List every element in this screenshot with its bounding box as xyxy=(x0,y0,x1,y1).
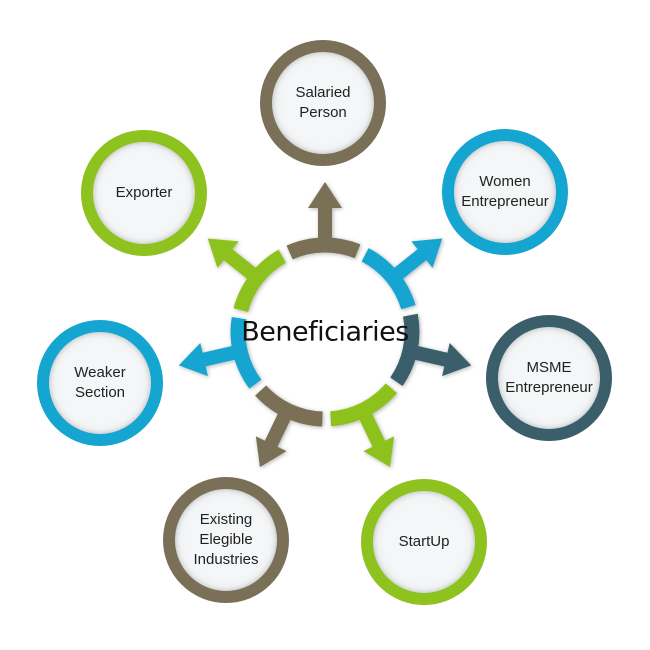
node-startup: StartUp xyxy=(361,479,487,605)
ring-arc xyxy=(233,249,287,313)
arrow-segment xyxy=(207,238,287,313)
node-existing-elegible-industries: Existing Elegible Industries xyxy=(163,477,289,603)
node-label: MSME Entrepreneur xyxy=(505,359,593,396)
ring-arc xyxy=(361,248,416,310)
node-exporter: Exporter xyxy=(81,130,207,256)
ring-arc xyxy=(230,316,262,389)
node-label: Salaried Person xyxy=(295,84,351,121)
node-label: Weaker Section xyxy=(74,364,126,401)
node-label: StartUp xyxy=(398,533,450,550)
arrow-head-icon xyxy=(411,238,443,268)
node-label: Women Entrepreneur xyxy=(461,173,549,210)
ring-arc xyxy=(390,313,420,387)
arrow-segment xyxy=(286,182,361,260)
arrow-head-icon xyxy=(207,238,239,268)
arrow-head-icon xyxy=(178,343,208,377)
arrow-shaft xyxy=(356,407,387,451)
ring-arc xyxy=(286,237,361,260)
node-women-entrepreneur: Women Entrepreneur xyxy=(442,129,568,255)
node-label: Existing Elegible Industries xyxy=(193,511,259,568)
arrow-shaft xyxy=(388,246,430,284)
arrow-shaft xyxy=(408,344,452,368)
ring-arc xyxy=(329,383,398,427)
node-salaried-person: Salaried Person xyxy=(260,40,386,166)
arrow-shaft xyxy=(220,246,262,284)
arrow-head-icon xyxy=(308,182,342,208)
arrow-segment xyxy=(178,316,262,389)
node-msme-entrepreneur: MSME Entrepreneur xyxy=(486,315,612,441)
arrow-segment xyxy=(390,313,472,387)
arrow-head-icon xyxy=(363,436,395,468)
arrow-head-icon xyxy=(255,436,287,468)
arrow-segment xyxy=(329,383,398,468)
arrow-segment xyxy=(361,238,443,310)
arrow-segment xyxy=(255,385,323,468)
center-label: Beneficiaries xyxy=(241,316,409,348)
arrow-shaft xyxy=(198,344,242,368)
ring-arc xyxy=(255,385,323,427)
arrow-shaft xyxy=(263,407,294,451)
node-weaker-section: Weaker Section xyxy=(37,320,163,446)
arrow-head-icon xyxy=(442,343,472,377)
node-label: Exporter xyxy=(115,184,173,201)
